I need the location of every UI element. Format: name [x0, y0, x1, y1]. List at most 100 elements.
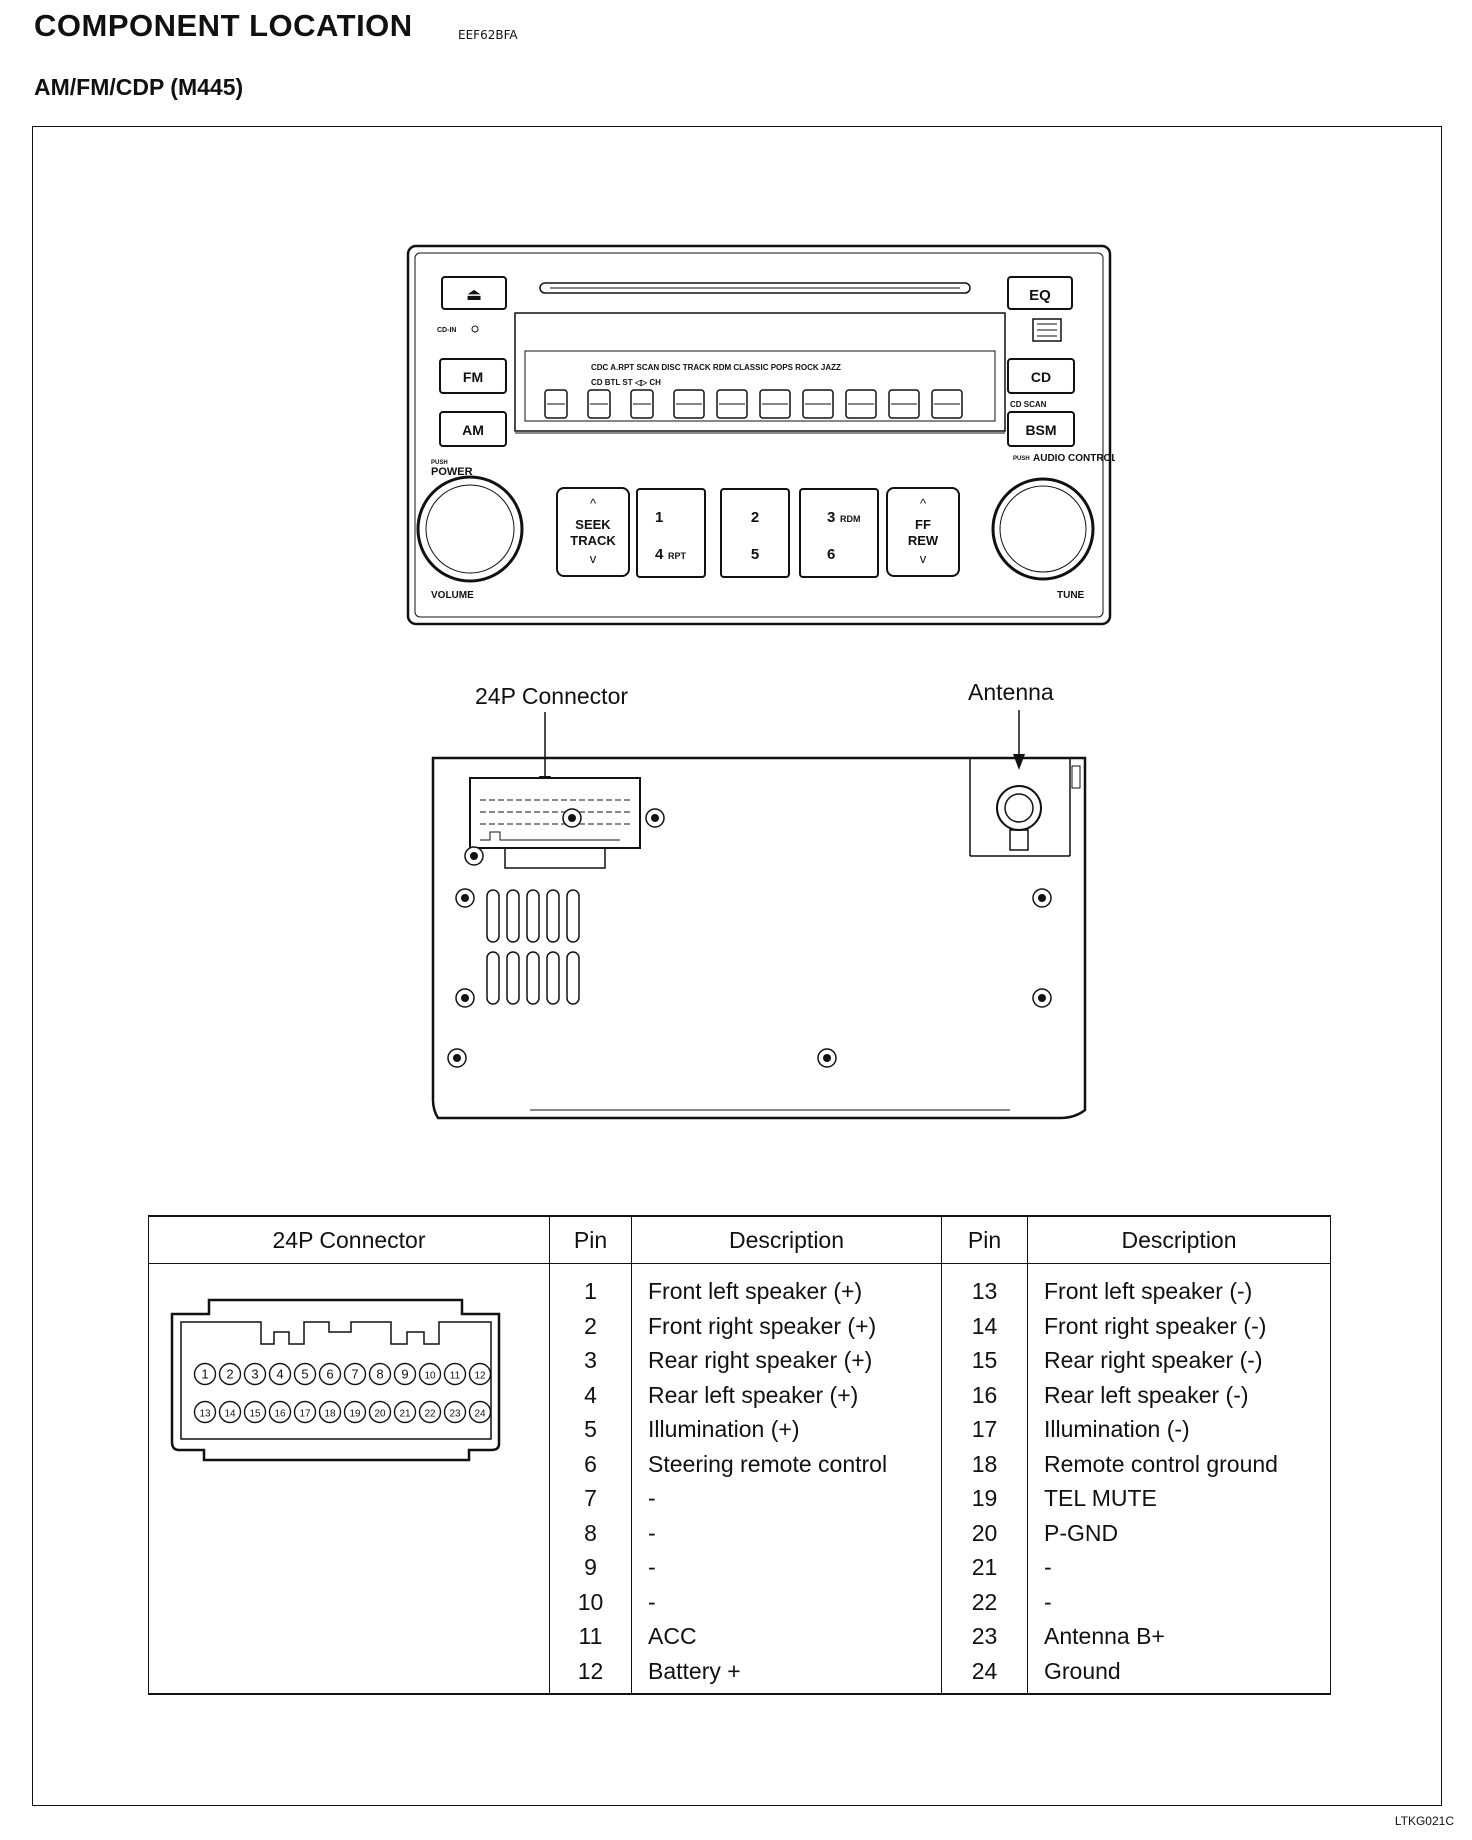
cd-button: CD: [1007, 358, 1075, 394]
display-digit: [931, 389, 963, 419]
tune-knob: [991, 477, 1095, 581]
connector-pin-7: 7: [343, 1362, 367, 1386]
pin-description: Front left speaker (-): [1044, 1278, 1253, 1304]
connector-callout-label: 24P Connector: [475, 683, 628, 709]
header-connector: 24P Connector: [148, 1215, 550, 1264]
tune-label: TUNE: [1057, 590, 1085, 601]
antenna-callout-label: Antenna: [968, 679, 1054, 705]
connector-pin-2: 2: [218, 1362, 242, 1386]
connector-pin-5: 5: [293, 1362, 317, 1386]
connector-housing-outline: [170, 1298, 501, 1462]
pin-number: 14: [971, 1312, 998, 1339]
page-title: COMPONENT LOCATION: [34, 8, 413, 43]
svg-text:4: 4: [655, 546, 664, 563]
pin-description-list: Front left speaker (-) Front right speake…: [1028, 1264, 1330, 1688]
front-panel-outline: [406, 244, 1112, 626]
connector-pin-19: 19: [343, 1400, 367, 1424]
power-label: POWER: [431, 466, 473, 478]
pin-number: 3: [584, 1347, 597, 1373]
pin-number: 16: [971, 1381, 998, 1408]
pin-description: ACC: [648, 1623, 697, 1649]
vent-slot: [526, 889, 540, 943]
pin-description: Rear left speaker (-): [1044, 1381, 1249, 1408]
pin-description: Ground: [1044, 1657, 1121, 1684]
svg-text:3: 3: [827, 509, 835, 526]
connector-pin-label: 12: [474, 1371, 486, 1382]
connector-pin-label: 8: [376, 1367, 383, 1382]
pin-number: 20: [971, 1519, 998, 1546]
connector-pin-label: 7: [351, 1367, 358, 1382]
pin-description: Rear left speaker (+): [648, 1381, 859, 1408]
svg-text:^: ^: [920, 496, 927, 511]
pin-description: -: [648, 1554, 656, 1580]
connector-pin-label: 4: [276, 1367, 283, 1382]
connector-pin-label: 23: [449, 1409, 461, 1420]
vent-slot: [546, 951, 560, 1005]
pin-number: 12: [577, 1657, 604, 1684]
pin-number: 8: [584, 1519, 597, 1546]
am-button: AM: [439, 411, 507, 447]
pin-number: 11: [578, 1623, 603, 1649]
cd-slot: [539, 282, 971, 294]
pin-description: TEL MUTE: [1044, 1485, 1157, 1511]
connector-pin-12: 12: [468, 1362, 492, 1386]
rear-24p-connector: [469, 777, 641, 869]
connector-pin-23: 23: [443, 1400, 467, 1424]
connector-pin-label: 11: [450, 1371, 461, 1382]
display-digit: [759, 389, 791, 419]
screw: [455, 888, 475, 908]
pin-number: 24: [971, 1657, 998, 1684]
pin-description: Front right speaker (-): [1044, 1312, 1267, 1339]
svg-text:v: v: [590, 551, 597, 566]
eject-button: ⏏: [441, 276, 507, 310]
display-indicators-left: CD BTL ST ◁▷ CH: [591, 378, 661, 387]
connector-pin-22: 22: [418, 1400, 442, 1424]
connector-pin-label: 13: [199, 1409, 211, 1420]
pin-number: 5: [584, 1416, 597, 1442]
connector-pin-16: 16: [268, 1400, 292, 1424]
svg-text:v: v: [920, 551, 927, 566]
pin-description: Steering remote control: [648, 1450, 888, 1477]
vent-slot: [566, 889, 580, 943]
display-digit: [630, 389, 654, 419]
cd-in-indicator: [471, 325, 479, 333]
preset-3-6-button: 3 RDM 6: [799, 488, 879, 578]
pin-description: -: [1044, 1588, 1052, 1615]
vent-slot: [546, 889, 560, 943]
screw: [447, 1048, 467, 1068]
display-window: [524, 350, 996, 422]
connector-pin-17: 17: [293, 1400, 317, 1424]
svg-text:5: 5: [751, 546, 759, 563]
connector-pin-label: 3: [251, 1367, 258, 1382]
figure-frame: [32, 126, 1442, 1806]
fm-button: FM: [439, 358, 507, 394]
connector-pin-label: 15: [249, 1409, 261, 1420]
vent-slot: [486, 951, 500, 1005]
connector-pin-3: 3: [243, 1362, 267, 1386]
svg-text:6: 6: [827, 546, 835, 563]
push-label-right: PUSH: [1013, 456, 1030, 462]
cd-scan-label: CD SCAN: [1010, 400, 1047, 409]
connector-pin-11: 11: [443, 1362, 467, 1386]
connector-pin-18: 18: [318, 1400, 342, 1424]
connector-pin-10: 10: [418, 1362, 442, 1386]
connector-pin-label: 18: [324, 1409, 336, 1420]
pin-description-list: Front left speaker (+)Front right speake…: [632, 1264, 941, 1688]
pin-number: 23: [971, 1623, 998, 1649]
pin-number: 2: [584, 1312, 597, 1339]
screw: [645, 808, 665, 828]
push-label: PUSH: [431, 460, 448, 466]
connector-pin-label: 1: [201, 1367, 208, 1382]
connector-keying-outline: [180, 1321, 492, 1440]
screw: [464, 846, 484, 866]
pin-table: 24P Connector Pin Description Pin Descri…: [148, 1215, 1331, 1695]
connector-pin-4: 4: [268, 1362, 292, 1386]
svg-text:CD: CD: [1031, 369, 1051, 385]
connector-pin-label: 5: [301, 1367, 308, 1382]
connector-pin-24: 24: [468, 1400, 492, 1424]
vent-slot: [566, 951, 580, 1005]
pin-number: 6: [584, 1450, 597, 1477]
